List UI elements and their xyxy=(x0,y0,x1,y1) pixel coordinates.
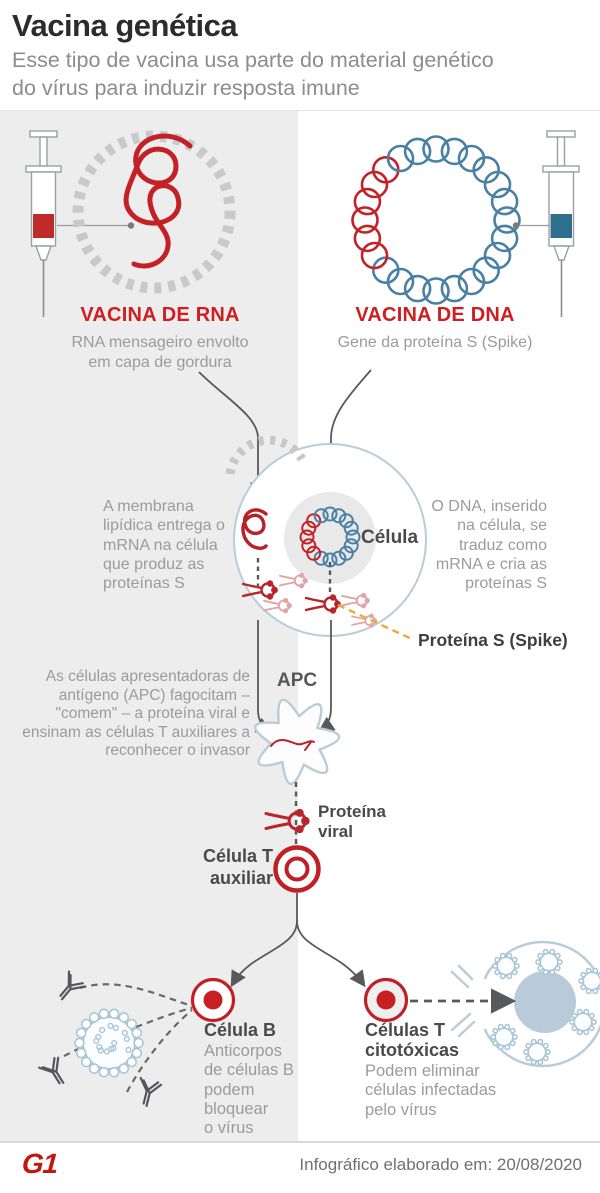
left-column-background xyxy=(0,110,298,1141)
dna-syringe-icon xyxy=(542,130,580,317)
cell-label: Célula xyxy=(361,527,419,548)
cytotoxic-desc: Podem eliminar células infectadas pelo v… xyxy=(365,1062,497,1119)
cytotoxic-tcell-icon xyxy=(363,977,409,1023)
dna-note: O DNA, inserido na célula, se traduz com… xyxy=(431,498,547,593)
virus-particle-icon xyxy=(74,1008,144,1078)
dna-vaccine-label: VACINA DE DNA xyxy=(355,304,515,326)
rna-vaccine-label: VACINA DE RNA xyxy=(80,304,240,326)
cytotoxic-label: Células T citotóxicas xyxy=(365,1020,460,1061)
viral-protein-label: Proteína viral xyxy=(318,802,387,841)
header-divider xyxy=(0,110,600,111)
helper-tcell-label: Célula T auxiliar xyxy=(202,846,273,888)
footer-credit: Infográfico elaborado em: 20/08/2020 xyxy=(299,1155,582,1174)
bcell-icon xyxy=(190,977,236,1023)
spike-callout-dashes xyxy=(337,603,415,642)
apc-label: APC xyxy=(277,670,318,691)
dna-plasmid-icon xyxy=(351,135,521,305)
g1-logo: G1 xyxy=(20,1148,59,1179)
rna-to-cell-arrow xyxy=(198,371,267,499)
lipid-remnant-icon xyxy=(225,435,306,475)
apc-antigen-icon xyxy=(270,739,315,751)
plasmid-in-nucleus-icon xyxy=(299,506,361,568)
mrna-strand-icon xyxy=(123,133,193,269)
cell-to-apc-arrow-left xyxy=(254,620,273,733)
lipid-capsule-icon xyxy=(72,130,236,294)
cell-nucleus xyxy=(284,492,376,584)
dna-vaccine-desc: Gene da proteína S (Spike) xyxy=(337,334,533,351)
bcell-desc: Anticorpos de células B podem bloquear o… xyxy=(204,1042,294,1138)
apc-cell-icon xyxy=(253,698,341,786)
helper-tcell-icon xyxy=(273,845,321,893)
branch-to-bcell-arrow xyxy=(230,893,298,988)
page-title: Vacina genética xyxy=(12,8,238,43)
rna-syringe-icon xyxy=(25,130,62,317)
footer-divider xyxy=(0,1141,600,1143)
apc-note: As células apresentadoras de antígeno (A… xyxy=(22,668,250,760)
branch-to-cytotoxic-arrow xyxy=(296,920,366,988)
infected-cell-icon xyxy=(450,940,600,1068)
bcell-label: Célula B xyxy=(204,1020,277,1040)
dna-to-cell-arrow xyxy=(322,369,372,498)
page-subtitle: Esse tipo de vacina usa parte do materia… xyxy=(12,48,494,100)
rna-connector-line xyxy=(57,222,135,229)
viruses-in-cell-icons xyxy=(490,948,600,1066)
dna-connector-line xyxy=(512,222,549,229)
rna-vaccine-desc: RNA mensageiro envolto em capa de gordur… xyxy=(71,334,249,371)
mrna-in-cell-icon xyxy=(241,508,268,550)
membrane-note: A membrana lipídica entrega o mRNA na cé… xyxy=(103,498,225,593)
viral-protein-icon xyxy=(264,808,310,834)
antibody-dashes xyxy=(63,983,193,1093)
spike-protein-label: Proteína S (Spike) xyxy=(418,630,568,650)
